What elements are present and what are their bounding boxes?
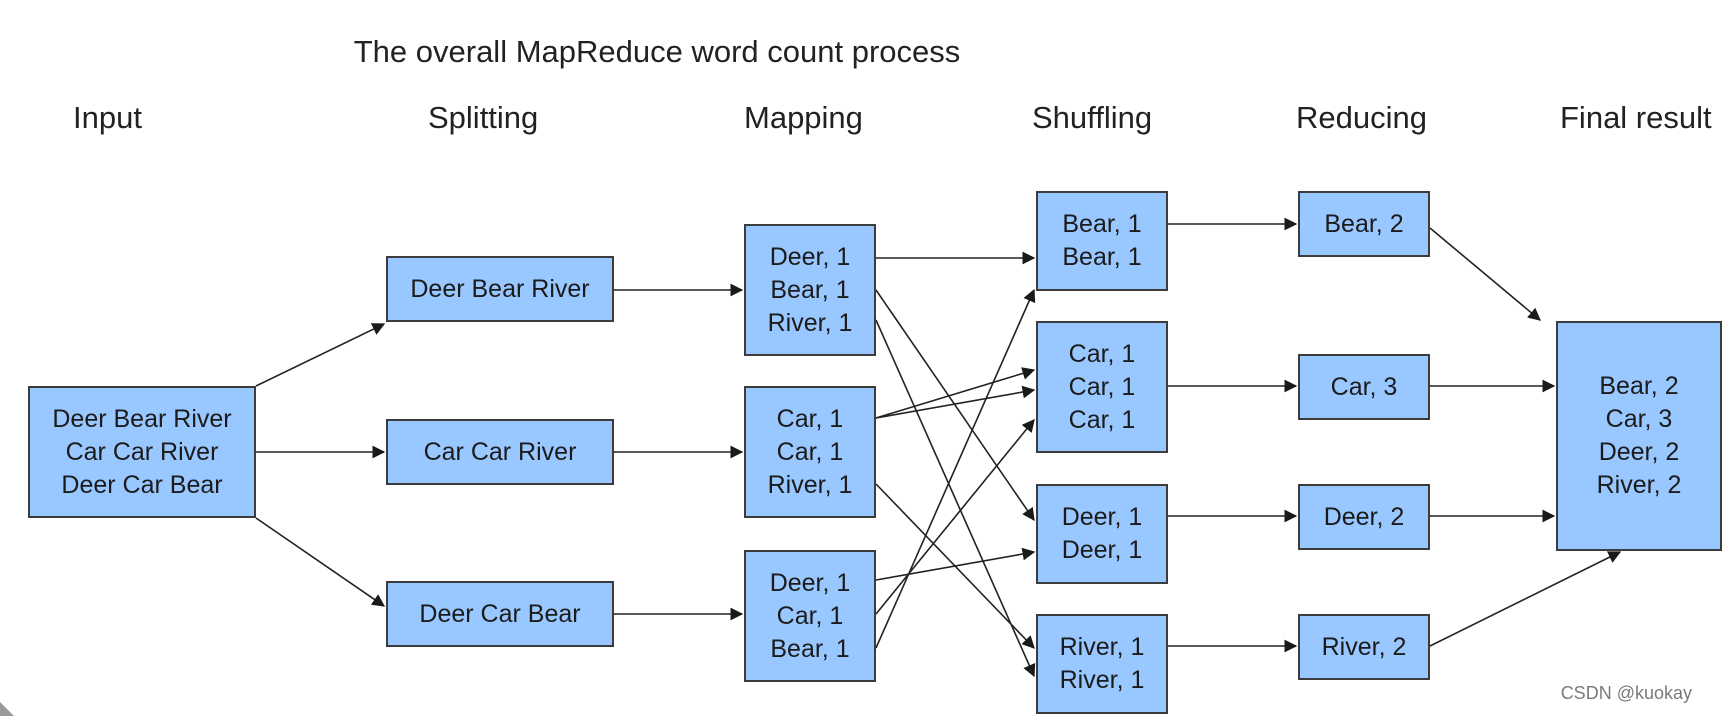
reduce-pair: River, 2: [1321, 632, 1407, 661]
stage-label-mapping: Mapping: [744, 100, 863, 135]
shuffle-pair: River, 1: [1059, 633, 1145, 661]
input-line: Deer Car Bear: [61, 470, 223, 499]
reduce-box-river: River, 2: [1298, 614, 1430, 680]
input-line: Car Car River: [65, 437, 219, 466]
map-pair: River, 1: [767, 308, 853, 337]
stage-label-shuffling: Shuffling: [1032, 100, 1153, 135]
map-box-2: Car, 1 Car, 1 River, 1: [744, 386, 876, 518]
arrow-map2-car2: [875, 385, 1036, 419]
shuffle-box-deer: Deer, 1 Deer, 1: [1036, 484, 1168, 584]
shuffle-pair: Deer, 1: [1061, 536, 1143, 564]
map-box-3: Deer, 1 Car, 1 Bear, 1: [744, 550, 876, 682]
split-line: Deer Bear River: [410, 274, 590, 303]
final-pair: Bear, 2: [1599, 372, 1679, 400]
arrow-map3-deer: [875, 547, 1036, 581]
map-pair: Car, 1: [776, 437, 844, 466]
shuffle-box-river: River, 1 River, 1: [1036, 614, 1168, 714]
arrow-map1-river: [875, 319, 1036, 678]
stage-label-input: Input: [73, 100, 142, 135]
map-box-1: Deer, 1 Bear, 1 River, 1: [744, 224, 876, 356]
shuffle-pair: Car, 1: [1068, 372, 1136, 401]
map-pair: Car, 1: [776, 601, 844, 630]
shuffle-pair: Car, 1: [1068, 339, 1136, 368]
arrow-map3-car: [875, 419, 1035, 615]
final-result-box: Bear, 2 Car, 3 Deer, 2 River, 2: [1556, 321, 1722, 551]
map-pair: Bear, 1: [770, 634, 850, 663]
split-line: Deer Car Bear: [419, 599, 581, 628]
arrow-red-bear-final: [1429, 227, 1541, 321]
corner-triangle-icon: [0, 702, 14, 716]
map-pair: Deer, 1: [769, 242, 851, 271]
diagram-title: The overall MapReduce word count process: [353, 34, 961, 69]
arrow-map3-bear: [875, 288, 1036, 649]
split-box-3: Deer Car Bear: [386, 581, 614, 647]
input-line: Deer Bear River: [52, 404, 232, 433]
split-box-2: Car Car River: [386, 419, 614, 485]
map-pair: River, 1: [767, 470, 853, 499]
reduce-pair: Bear, 2: [1324, 209, 1404, 238]
shuffle-box-bear: Bear, 1 Bear, 1: [1036, 191, 1168, 291]
arrow-input-split1: [255, 323, 386, 387]
shuffle-box-car: Car, 1 Car, 1 Car, 1: [1036, 321, 1168, 453]
arrow-input-split3: [255, 517, 386, 607]
reduce-box-deer: Deer, 2: [1298, 484, 1430, 550]
final-pair: Car, 3: [1605, 405, 1673, 433]
shuffle-pair: River, 1: [1059, 666, 1145, 694]
stage-label-final: Final result: [1560, 100, 1712, 135]
arrow-red-river-final: [1429, 551, 1622, 647]
split-line: Car Car River: [423, 437, 577, 466]
arrow-map1-deer: [875, 289, 1035, 522]
reduce-box-car: Car, 3: [1298, 354, 1430, 420]
map-pair: Bear, 1: [770, 275, 850, 304]
input-box: Deer Bear River Car Car River Deer Car B…: [28, 386, 256, 518]
stage-label-reducing: Reducing: [1296, 100, 1427, 135]
map-pair: Car, 1: [776, 404, 844, 433]
watermark: CSDN @kuokay: [1560, 683, 1692, 703]
shuffle-pair: Bear, 1: [1062, 243, 1142, 271]
map-pair: Deer, 1: [769, 568, 851, 597]
final-pair: River, 2: [1596, 471, 1682, 499]
arrow-map2-car1: [875, 367, 1036, 419]
final-pair: Deer, 2: [1598, 438, 1680, 466]
shuffle-pair: Deer, 1: [1061, 503, 1143, 531]
reduce-pair: Car, 3: [1330, 372, 1398, 401]
reduce-box-bear: Bear, 2: [1298, 191, 1430, 257]
shuffle-pair: Bear, 1: [1062, 210, 1142, 238]
reduce-pair: Deer, 2: [1323, 502, 1405, 531]
stage-label-splitting: Splitting: [428, 100, 539, 135]
split-box-1: Deer Bear River: [386, 256, 614, 322]
shuffle-pair: Car, 1: [1068, 405, 1136, 434]
